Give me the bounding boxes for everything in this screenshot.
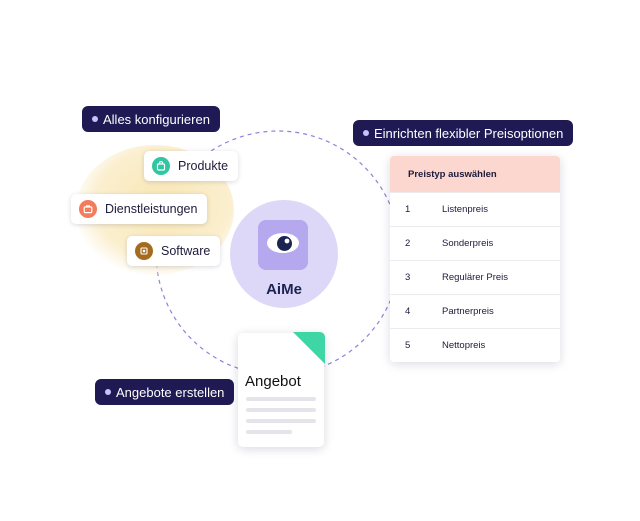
price-row-name: Sonderpreis [442, 238, 494, 249]
pill-pricing: Einrichten flexibler Preisoptionen [353, 120, 574, 146]
price-row-name: Listenpreis [442, 204, 488, 215]
price-row[interactable]: 1 Listenpreis [390, 192, 560, 226]
price-type-table: Preistyp auswählen 1 Listenpreis 2 Sonde… [390, 156, 560, 362]
pill-quotes: Angebote erstellen [95, 379, 235, 405]
document-text-line [246, 397, 316, 401]
bullet-dot [105, 389, 111, 395]
document-text-line [246, 419, 316, 423]
price-row-name: Regulärer Preis [442, 272, 508, 283]
price-row-number: 5 [405, 340, 411, 351]
chip-produkte-label: Produkte [178, 159, 229, 173]
chip-produkte[interactable]: Produkte [144, 151, 239, 181]
price-row-number: 1 [405, 204, 411, 215]
price-row[interactable]: 5 Nettopreis [390, 328, 560, 362]
quote-document: Angebot [238, 332, 325, 447]
bullet-dot [363, 130, 369, 136]
price-row-name: Partnerpreis [442, 306, 494, 317]
brand-name: AiMe [266, 281, 302, 298]
bullet-dot [92, 116, 98, 122]
chip-icon [135, 242, 153, 260]
price-row-number: 3 [405, 272, 411, 283]
chip-software[interactable]: Software [127, 236, 221, 266]
document-text-line [246, 430, 292, 434]
price-row-name: Nettopreis [442, 340, 486, 351]
pill-configure-label: Alles konfigurieren [103, 111, 210, 127]
price-row-number: 2 [405, 238, 411, 249]
price-row-number: 4 [405, 306, 411, 317]
pill-configure: Alles konfigurieren [82, 106, 220, 132]
price-row[interactable]: 2 Sonderpreis [390, 226, 560, 260]
aime-logo-tile [258, 220, 308, 270]
pill-quotes-label: Angebote erstellen [116, 384, 225, 400]
chip-dienstleistungen-label: Dienstleistungen [105, 202, 198, 216]
eye-icon [266, 232, 300, 259]
chip-software-label: Software [161, 244, 211, 258]
document-title: Angebot [245, 373, 301, 390]
document-fold-icon [293, 332, 325, 364]
price-table-header: Preistyp auswählen [390, 156, 560, 192]
chip-dienstleistungen[interactable]: Dienstleistungen [71, 194, 208, 224]
shopping-bag-icon [152, 157, 170, 175]
briefcase-icon [79, 200, 97, 218]
price-row[interactable]: 3 Regulärer Preis [390, 260, 560, 294]
price-row[interactable]: 4 Partnerpreis [390, 294, 560, 328]
pill-pricing-label: Einrichten flexibler Preisoptionen [374, 125, 564, 141]
document-text-line [246, 408, 316, 412]
